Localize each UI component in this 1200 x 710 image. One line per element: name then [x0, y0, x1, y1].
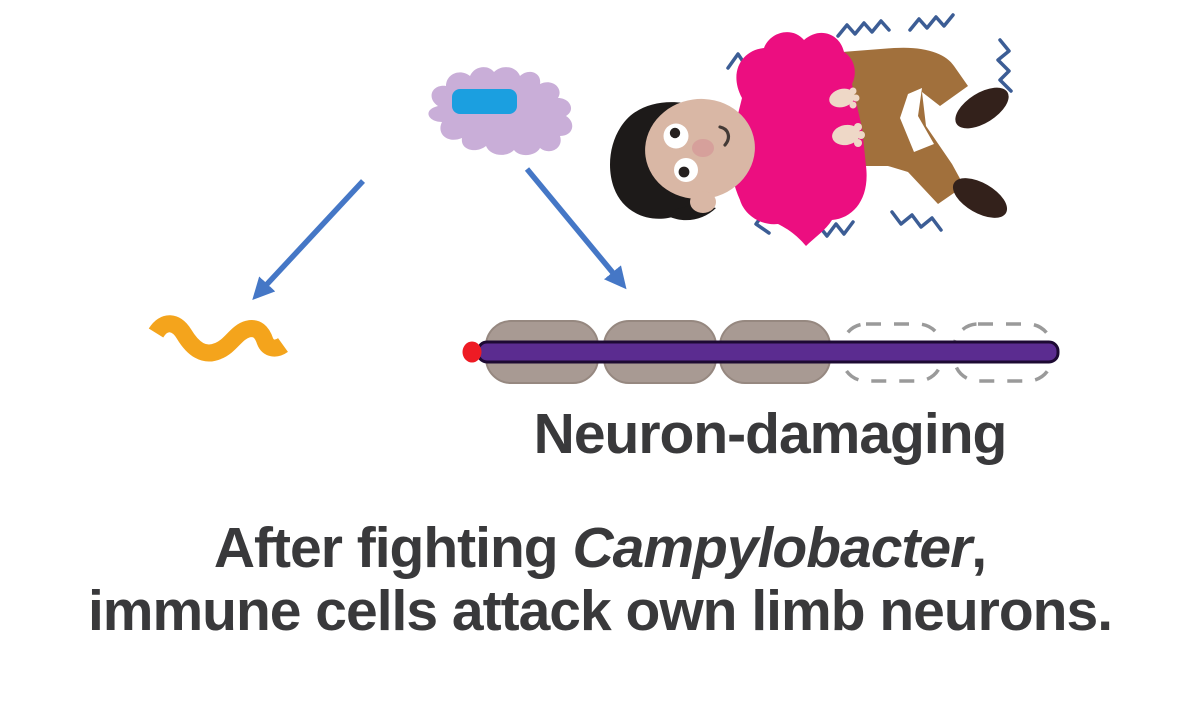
- cheek-blush: [692, 139, 714, 157]
- campylobacter-bacterium-icon: [148, 315, 288, 362]
- hand-finger: [849, 101, 857, 109]
- hand-palm: [832, 124, 860, 146]
- tremor-line: [890, 210, 943, 232]
- hand-finger: [852, 94, 860, 102]
- hand-finger: [854, 123, 862, 131]
- arrow-to-bacterium: [252, 179, 366, 301]
- caption-line1: After fighting Campylobacter,: [0, 517, 1200, 580]
- eye-pupil: [669, 127, 681, 139]
- person-mouth: [718, 125, 731, 147]
- person-shirt: [730, 32, 867, 246]
- hand-finger: [849, 87, 857, 95]
- tremor-line: [908, 13, 955, 32]
- neuron-terminal-dot: [462, 341, 482, 363]
- caption-line1-suffix: ,: [971, 516, 987, 580]
- neuron-damaging-label: Neuron-damaging: [533, 402, 1008, 466]
- hand-palm: [829, 88, 855, 108]
- immune-cell-nucleus: [452, 89, 517, 114]
- arrow-to-neuron: [524, 167, 627, 290]
- caption-line2: immune cells attack own limb neurons.: [87, 579, 1113, 643]
- figure-caption: After fighting Campylobacter, immune cel…: [0, 517, 1200, 643]
- person-hand: [829, 87, 865, 147]
- damaged-neuron-illustration: [462, 320, 1060, 384]
- immune-cell-icon: [428, 67, 573, 156]
- tremor-line: [996, 38, 1013, 93]
- neuron-axon: [476, 340, 1060, 364]
- sick-person-illustration: [610, 13, 1013, 246]
- person-shoe: [952, 178, 1008, 218]
- person-shoe: [955, 87, 1009, 129]
- pants-knee-gap: [900, 88, 934, 152]
- hand-finger: [854, 139, 862, 147]
- eye-pupil: [678, 166, 690, 178]
- caption-line1-prefix: After fighting: [213, 516, 573, 580]
- tremor-line: [836, 19, 891, 38]
- caption-species-name: Campylobacter: [572, 516, 972, 580]
- person-chin: [690, 191, 716, 213]
- hand-finger: [857, 131, 865, 139]
